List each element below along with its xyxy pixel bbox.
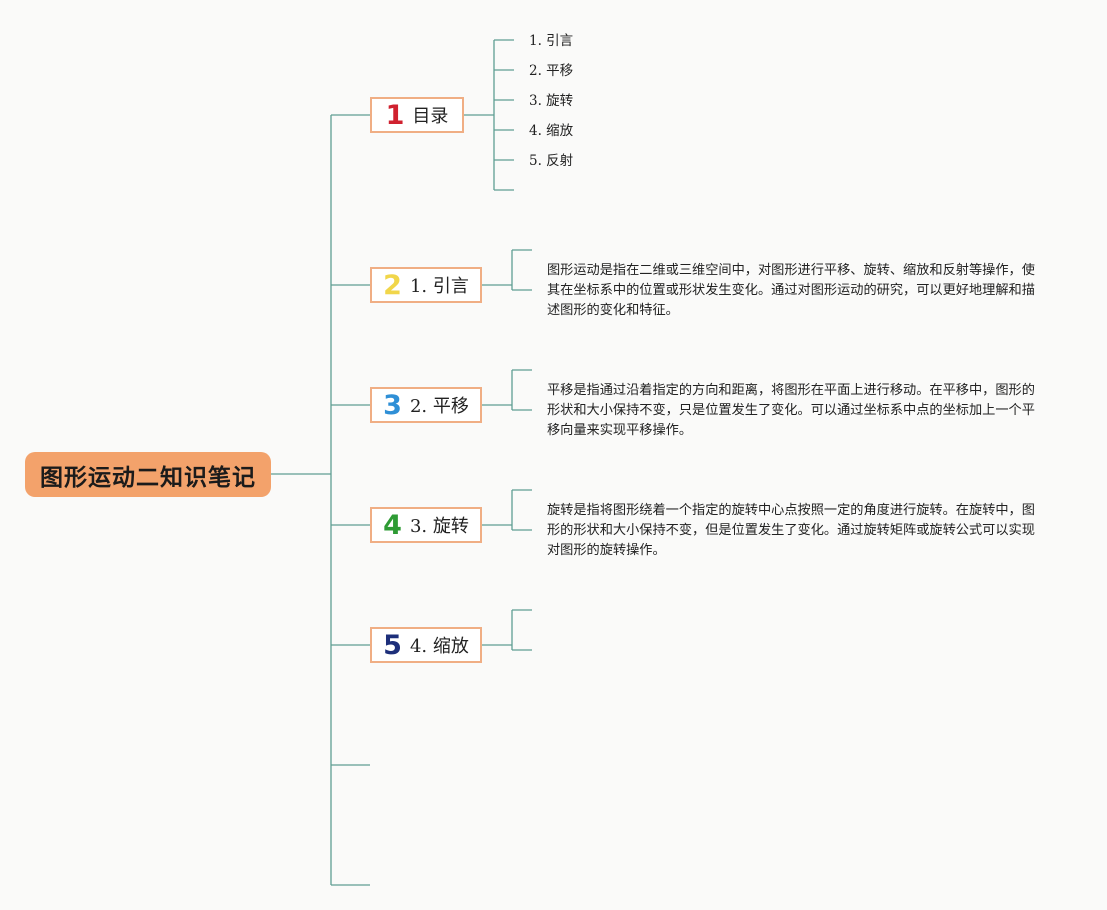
root-topic[interactable]: 图形运动二知识笔记 (25, 452, 271, 497)
branch-scaling[interactable]: 5 4. 缩放 (370, 627, 482, 663)
toc-item[interactable]: 4. 缩放 (529, 123, 574, 139)
number-1-icon: 1 (385, 99, 405, 131)
toc-item[interactable]: 5. 反射 (529, 153, 574, 169)
branch-intro[interactable]: 2 1. 引言 (370, 267, 482, 303)
number-2-icon: 2 (383, 269, 402, 301)
branch-label-rotation: 3. 旋转 (409, 516, 469, 537)
number-3-icon: 3 (383, 389, 402, 421)
rotation-description[interactable]: 旋转是指将图形绕着一个指定的旋转中心点按照一定的角度进行旋转。在旋转中，图形的形… (547, 503, 1035, 558)
branch-label-translation: 2. 平移 (409, 396, 469, 417)
toc-item[interactable]: 2. 平移 (529, 63, 574, 79)
number-5-icon: 5 (383, 629, 402, 661)
branch-label-toc: 目录 (412, 106, 449, 127)
branch-translation[interactable]: 3 2. 平移 (370, 387, 482, 423)
toc-item[interactable]: 1. 引言 (529, 33, 574, 49)
toc-item[interactable]: 3. 旋转 (529, 93, 574, 109)
intro-description[interactable]: 图形运动是指在二维或三维空间中，对图形进行平移、旋转、缩放和反射等操作，使其在坐… (547, 263, 1035, 318)
root-title: 图形运动二知识笔记 (40, 464, 256, 491)
branch-rotation[interactable]: 4 3. 旋转 (370, 507, 482, 543)
branch-toc[interactable]: 1 目录 (370, 97, 464, 133)
translation-description[interactable]: 平移是指通过沿着指定的方向和距离，将图形在平面上进行移动。在平移中，图形的形状和… (547, 383, 1035, 438)
number-4-icon: 4 (383, 509, 402, 541)
branch-label-scaling: 4. 缩放 (409, 636, 469, 657)
branch-label-intro: 1. 引言 (409, 276, 469, 297)
